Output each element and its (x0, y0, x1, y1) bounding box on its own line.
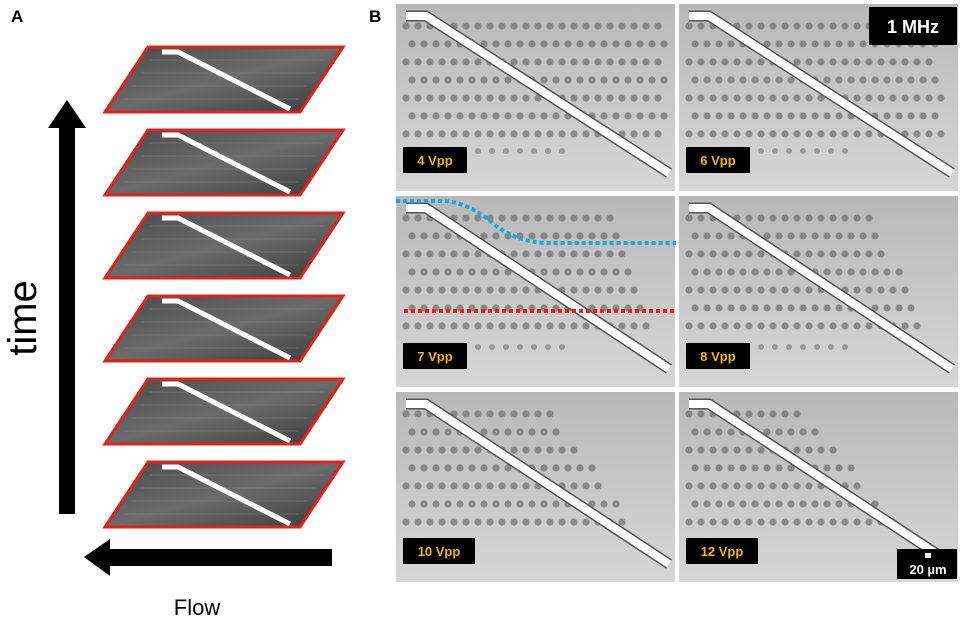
voltage-label: 6 Vpp (686, 147, 750, 173)
flow-label: Flow (174, 595, 221, 620)
voltage-label: 8 Vpp (686, 343, 750, 369)
voltage-text: 4 Vpp (417, 153, 452, 168)
micrograph-grid: 4 Vpp 6 Vpp 7 Vpp 8 Vpp 10 Vpp 12 Vpp (396, 4, 958, 582)
panel-b: B 4 Vpp 6 Vpp 7 Vpp 8 Vpp 10 Vpp 12 Vpp 1 MHz… (369, 4, 958, 582)
frequency-badge: 1 MHz (869, 7, 957, 45)
voltage-label: 4 Vpp (403, 147, 467, 173)
voltage-label: 12 Vpp (686, 538, 758, 564)
voltage-label: 7 Vpp (403, 343, 467, 369)
voltage-label: 10 Vpp (403, 538, 475, 564)
micrograph-4: 8 Vpp (679, 196, 958, 387)
time-lapse-frame (102, 211, 346, 280)
micrograph-1: 4 Vpp (396, 4, 675, 191)
time-lapse-frame (102, 377, 346, 446)
trajectory-traces (396, 199, 676, 313)
voltage-text: 8 Vpp (700, 349, 735, 364)
time-lapse-stack (102, 45, 346, 529)
time-arrow (48, 100, 86, 514)
time-lapse-frame (102, 460, 346, 529)
voltage-text: 10 Vpp (418, 544, 461, 559)
panel-b-label: B (369, 7, 381, 26)
panel-a: A time Flow (1, 7, 346, 620)
time-lapse-frame (102, 45, 346, 114)
voltage-text: 6 Vpp (700, 153, 735, 168)
time-lapse-frame (102, 294, 346, 363)
micrograph-5: 10 Vpp (396, 392, 675, 582)
micrograph-3: 7 Vpp (396, 196, 675, 387)
time-axis-label: time (1, 280, 45, 356)
blue-trace (396, 199, 676, 245)
scale-bar: 20 µm (897, 549, 957, 579)
flow-arrow (84, 539, 332, 576)
scale-bar-label: 20 µm (909, 562, 946, 577)
panel-a-label: A (11, 7, 23, 26)
frequency-label: 1 MHz (887, 17, 939, 37)
voltage-text: 12 Vpp (701, 544, 744, 559)
voltage-text: 7 Vpp (417, 349, 452, 364)
time-lapse-frame (102, 128, 346, 197)
